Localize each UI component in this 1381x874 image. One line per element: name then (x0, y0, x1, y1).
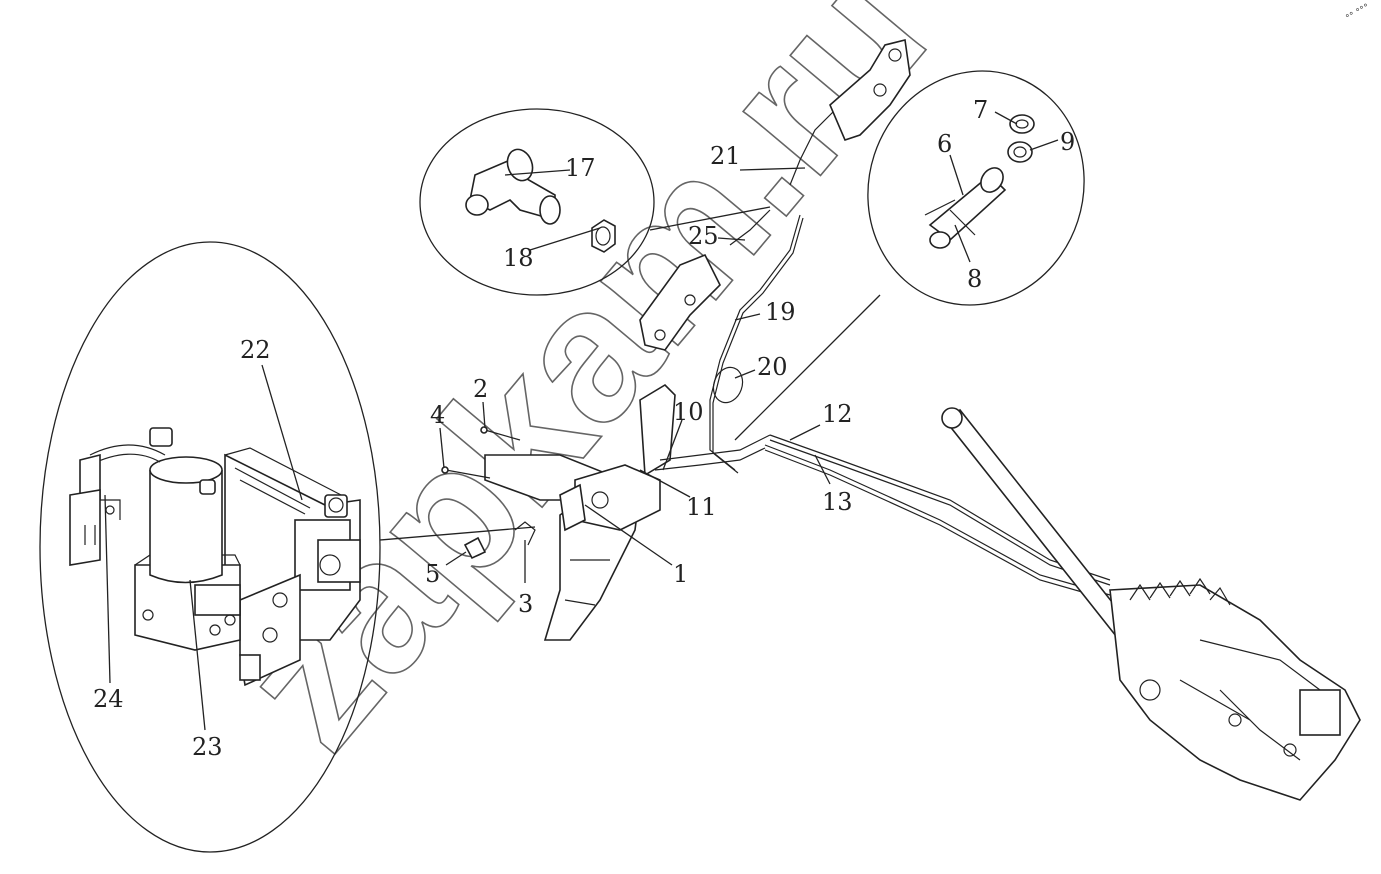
pedal-plate-top (829, 39, 911, 141)
label-3: 3 (518, 590, 533, 618)
upper-bracket (639, 383, 676, 477)
connector-line-valve (734, 294, 881, 441)
label-19: 19 (765, 298, 796, 326)
label-23: 23 (192, 733, 223, 761)
label-4: 4 (430, 401, 445, 429)
line-21 (789, 109, 836, 186)
label-9: 9 (1060, 128, 1075, 156)
leader-lines (104, 111, 1059, 731)
label-5: 5 (425, 560, 440, 588)
gearbox-housing (1109, 584, 1361, 801)
nut-9 (1007, 141, 1033, 163)
pedal-plate-mid (639, 253, 721, 351)
bolt-4 (445, 469, 491, 479)
fitting-5 (463, 536, 487, 560)
hose-19 (709, 214, 801, 471)
bolt-2 (484, 429, 521, 441)
nut-7 (1009, 114, 1035, 134)
upper-pedal-plates (639, 39, 911, 351)
detail-ellipse-valve-fittings (867, 70, 1085, 306)
o-ring-20 (712, 366, 744, 404)
pivot-bracket (559, 483, 586, 532)
label-18: 18 (503, 244, 534, 272)
label-22: 22 (240, 336, 271, 364)
label-25: 25 (688, 222, 719, 250)
electric-motor (149, 470, 223, 584)
solenoid-relay (69, 427, 173, 566)
clip-3 (514, 521, 536, 546)
label-11: 11 (686, 493, 717, 521)
label-7: 7 (973, 96, 988, 124)
label-6: 6 (937, 130, 952, 158)
part-number-labels: 1 2 3 4 5 6 7 8 9 10 11 12 13 17 18 19 2… (93, 96, 1075, 761)
hydraulic-pump-assembly (69, 427, 361, 687)
label-2: 2 (473, 375, 488, 403)
connector-line-tee (649, 206, 771, 231)
pedal-bracket-assembly (441, 383, 676, 641)
valve-fittings-assembly (924, 114, 1035, 249)
label-21: 21 (710, 142, 741, 170)
hex-nut-18 (591, 219, 616, 253)
label-10: 10 (673, 398, 704, 426)
label-8: 8 (967, 265, 982, 293)
label-20: 20 (757, 353, 788, 381)
label-24: 24 (93, 685, 124, 713)
detail-ellipse-tee-fitting (419, 108, 655, 296)
brake-line-13 (764, 444, 1111, 596)
label-1: 1 (673, 560, 688, 588)
label-12: 12 (822, 400, 853, 428)
corner-mark: °° °°° (1345, 2, 1372, 23)
connector-line-pump (379, 526, 536, 541)
label-13: 13 (822, 488, 853, 516)
detail-ellipse-hydraulic-pump (39, 241, 381, 853)
label-17: 17 (565, 154, 596, 182)
gearbox-assembly (941, 407, 1361, 801)
